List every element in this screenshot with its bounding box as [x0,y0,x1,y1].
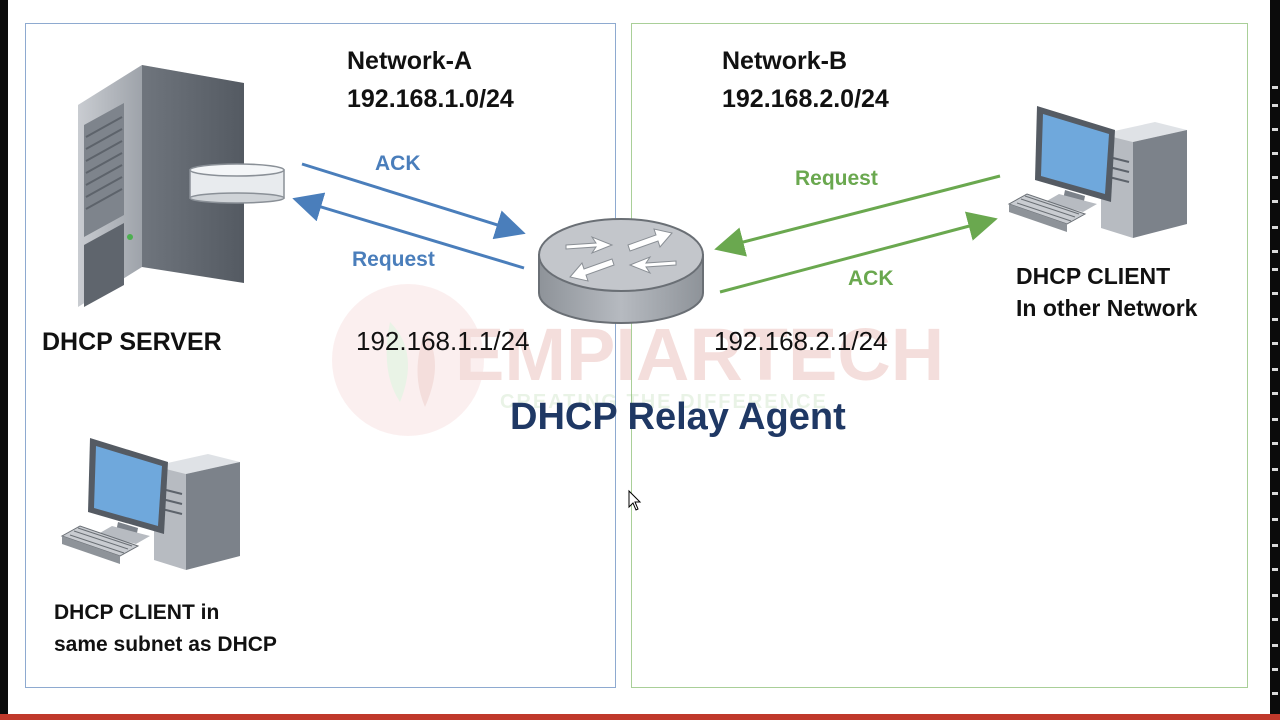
remote-client-pc-icon [1007,106,1187,238]
network-b-name: Network-B [722,47,848,75]
network-a-subnet: 192.168.1.0/24 [347,85,514,113]
right-request-label: Request [795,167,878,190]
local-client-label-2: same subnet as DHCP [54,633,277,656]
ack-arrow-to-client [719,211,998,294]
remote-client-label-2: In other Network [1016,295,1198,321]
gateway-ip-a: 192.168.1.1/24 [356,326,530,356]
network-b-subnet: 192.168.2.0/24 [722,85,889,113]
router-icon [538,218,704,324]
network-a-panel [25,23,616,688]
database-disk-icon [189,163,285,204]
remote-client-label-1: DHCP CLIENT [1016,263,1171,289]
diagram-title: DHCP Relay Agent [510,396,846,438]
gateway-ip-b: 192.168.2.1/24 [714,326,888,356]
local-client-pc-icon [60,438,240,570]
network-b-panel [631,23,1248,688]
left-arrows [292,162,526,270]
window-left-edge [0,0,8,720]
bottom-progress-strip [0,714,1280,720]
dhcp-server-label: DHCP SERVER [42,328,222,356]
right-arrows [714,174,1001,294]
left-request-label: Request [352,248,435,271]
left-ack-label: ACK [375,152,421,175]
network-a-name: Network-A [347,47,473,75]
dhcp-server-icon [78,65,244,307]
request-arrow-to-router [714,174,1001,257]
ack-arrow-to-router [301,162,526,240]
mouse-cursor-icon [628,489,642,511]
request-arrow-to-server [292,192,525,270]
local-client-label-1: DHCP CLIENT in [54,601,220,624]
window-right-edge [1270,0,1280,720]
right-ack-label: ACK [848,267,894,290]
